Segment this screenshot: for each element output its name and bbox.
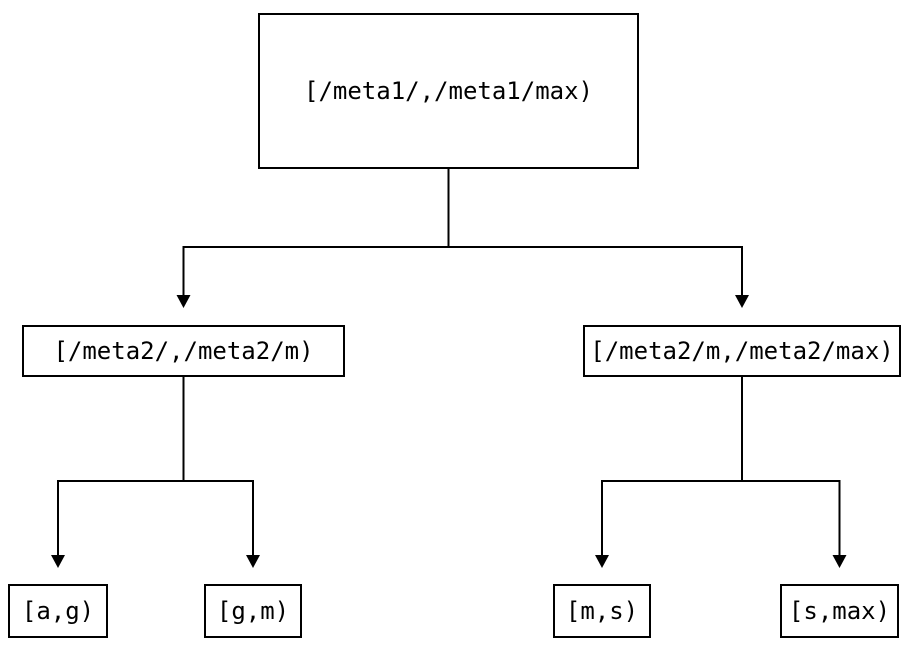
tree-node-root-label: [/meta1/,/meta1/max): [304, 77, 593, 105]
tree-node-leaf-ms-label: [m,s): [565, 597, 639, 625]
tree-node-leaf-ms: [m,s): [553, 584, 651, 638]
arrowhead-down-icon: [735, 295, 749, 308]
tree-node-branch-right-label: [/meta2/m,/meta2/max): [590, 337, 894, 365]
arrowhead-down-icon: [176, 295, 191, 308]
tree-node-leaf-ag: [a,g): [8, 584, 108, 638]
tree-node-leaf-smax: [s,max): [780, 584, 899, 638]
arrowhead-down-icon: [832, 555, 847, 568]
tree-node-leaf-ag-label: [a,g): [21, 597, 95, 625]
arrowhead-down-icon: [595, 555, 609, 568]
tree-node-root: [/meta1/,/meta1/max): [258, 13, 639, 169]
tree-node-branch-left-label: [/meta2/,/meta2/m): [53, 337, 314, 365]
tree-node-branch-left: [/meta2/,/meta2/m): [22, 325, 345, 377]
tree-node-leaf-gm: [g,m): [204, 584, 302, 638]
arrowhead-down-icon: [246, 555, 260, 568]
tree-node-branch-right: [/meta2/m,/meta2/max): [583, 325, 901, 377]
arrowhead-down-icon: [51, 555, 65, 568]
tree-node-leaf-gm-label: [g,m): [216, 597, 290, 625]
tree-node-leaf-smax-label: [s,max): [788, 597, 891, 625]
